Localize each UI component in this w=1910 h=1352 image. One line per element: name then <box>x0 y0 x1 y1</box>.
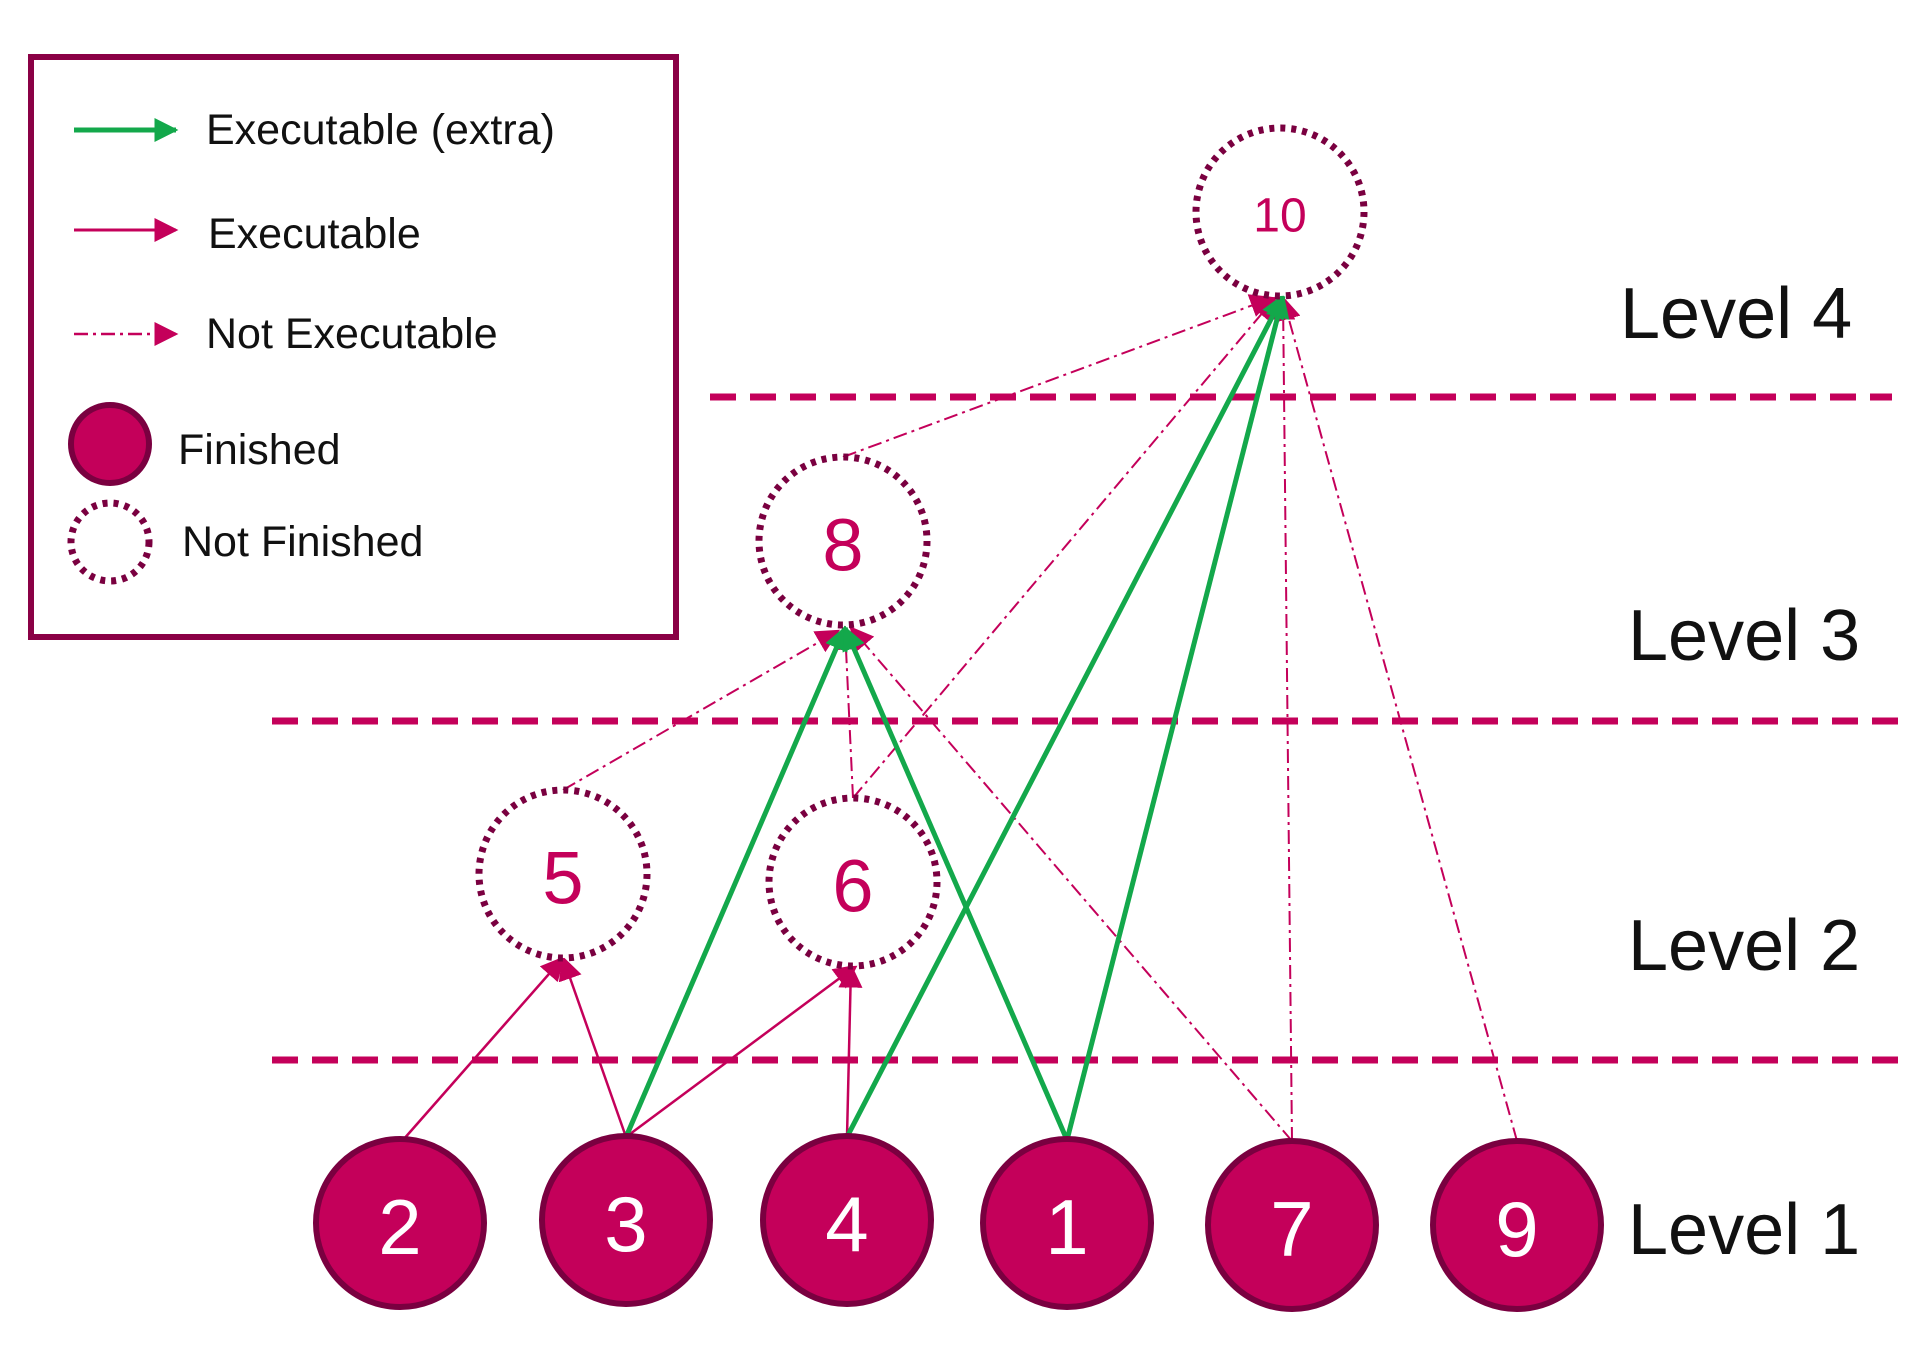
edge-2-to-5 <box>402 956 565 1141</box>
node-7: 7 <box>1205 1138 1379 1312</box>
legend: Executable (extra) Executable Not Execut… <box>28 54 679 640</box>
level-label-2: Level 2 <box>1628 906 1860 986</box>
edge-1-to-8 <box>842 625 1070 1141</box>
node-label-5: 5 <box>542 837 583 920</box>
edge-3-to-5 <box>558 955 628 1138</box>
edge-4-to-6 <box>838 963 863 1138</box>
node-9: 9 <box>1430 1138 1604 1312</box>
legend-label-unfinished: Not Finished <box>182 518 423 566</box>
legend-label-finished: Finished <box>178 426 341 474</box>
node-6: 6 <box>765 794 941 970</box>
edge-3-to-6 <box>625 964 858 1139</box>
edge-6-to-10 <box>852 296 1277 799</box>
node-8: 8 <box>755 453 931 629</box>
node-circle-1 <box>980 1136 1154 1310</box>
edge-3-to-8 <box>623 625 848 1138</box>
node-circle-2 <box>313 1136 487 1310</box>
node-circle-6 <box>765 794 941 970</box>
node-label-3: 3 <box>604 1180 647 1268</box>
legend-label-exec: Executable <box>208 210 421 258</box>
edge-8-to-10 <box>842 294 1275 458</box>
node-label-4: 4 <box>825 1180 868 1268</box>
node-circle-9 <box>1430 1138 1604 1312</box>
legend-unfinished-node-sample <box>67 499 153 585</box>
edge-5-to-8 <box>562 629 841 791</box>
legend-box <box>28 54 679 640</box>
edge-4-to-10 <box>844 293 1286 1139</box>
node-label-2: 2 <box>378 1183 421 1271</box>
node-label-8: 8 <box>822 504 863 587</box>
node-circle-8 <box>755 453 931 629</box>
level-labels: Level 4 Level 3 Level 2 Level 1 <box>1620 274 1860 1270</box>
node-circle-7 <box>1205 1138 1379 1312</box>
legend-label-notexec: Not Executable <box>206 310 498 358</box>
node-label-7: 7 <box>1270 1185 1313 1273</box>
edges <box>402 293 1518 1142</box>
legend-label-extra: Executable (extra) <box>206 106 555 154</box>
level-label-1: Level 1 <box>1628 1190 1860 1270</box>
node-2: 2 <box>313 1136 487 1310</box>
node-10: 10 <box>1192 124 1368 300</box>
level-label-3: Level 3 <box>1628 596 1860 676</box>
node-circle-3 <box>539 1133 713 1307</box>
node-4: 4 <box>760 1133 934 1307</box>
edge-1-to-10 <box>1064 293 1290 1141</box>
node-circle-5 <box>475 786 651 962</box>
nodes: 2 3 4 1 7 9 5 6 8 10 <box>313 124 1604 1312</box>
node-5: 5 <box>475 786 651 962</box>
legend-finished-node-sample <box>68 402 152 486</box>
node-label-1: 1 <box>1045 1183 1088 1271</box>
level-label-4: Level 4 <box>1620 274 1852 354</box>
node-1: 1 <box>980 1136 1154 1310</box>
edge-7-to-8 <box>849 626 1293 1142</box>
node-circle-10 <box>1192 124 1368 300</box>
node-label-6: 6 <box>832 845 873 928</box>
edge-6-to-8 <box>834 625 859 799</box>
edge-7-to-10 <box>1271 295 1296 1142</box>
node-label-10: 10 <box>1253 190 1306 243</box>
node-3: 3 <box>539 1133 713 1307</box>
node-circle-4 <box>760 1133 934 1307</box>
node-label-9: 9 <box>1495 1185 1538 1273</box>
edge-9-to-10 <box>1277 295 1518 1142</box>
